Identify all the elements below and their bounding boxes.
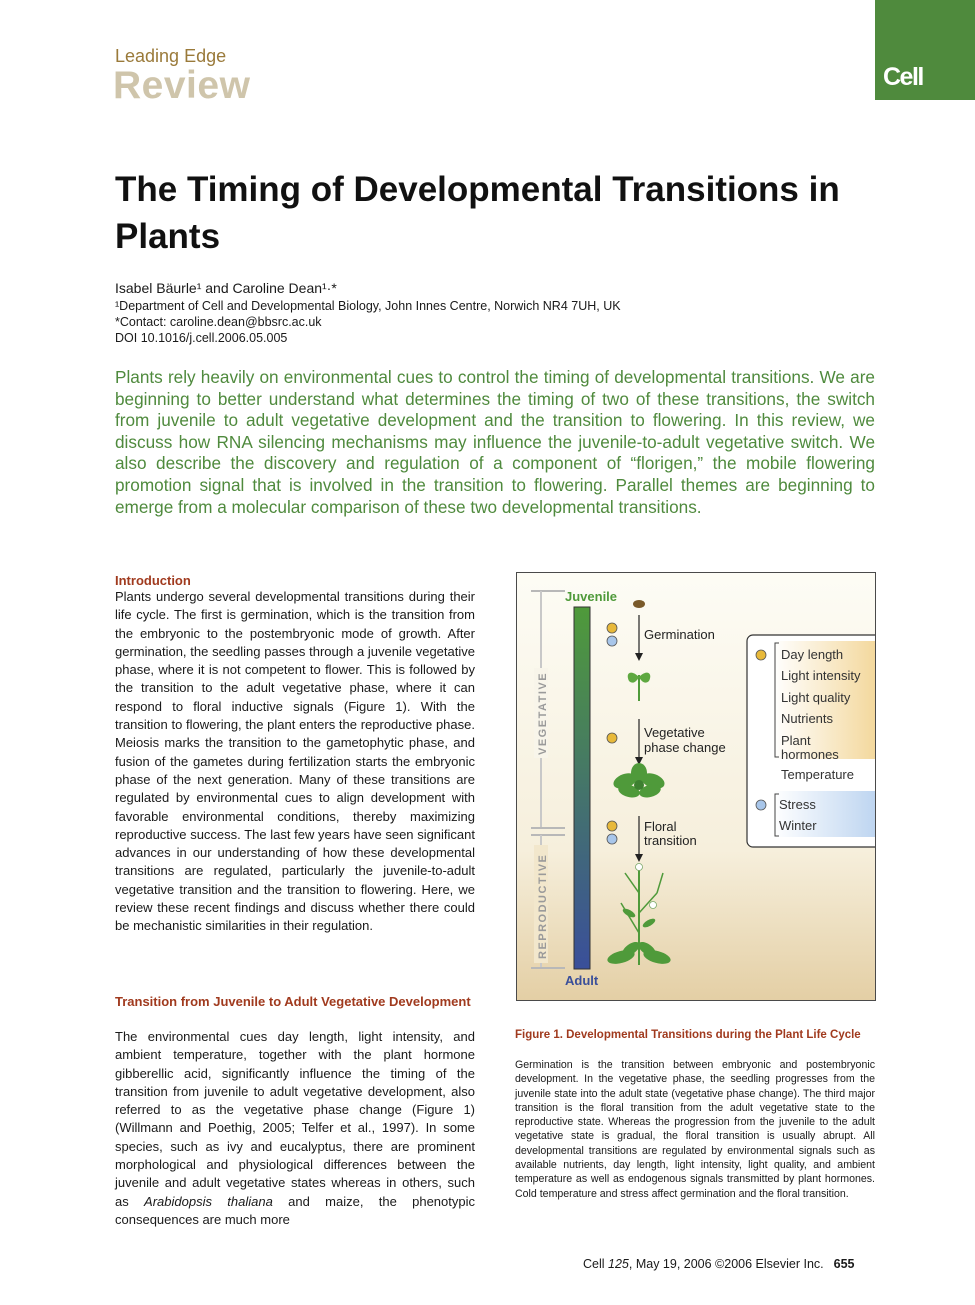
germination-label: Germination xyxy=(644,627,715,642)
seed-icon xyxy=(633,600,645,608)
positive-cue-dot xyxy=(606,820,618,832)
cue-winter: Winter xyxy=(779,818,817,833)
species-name: Arabidopsis thaliana xyxy=(144,1193,273,1209)
floral-transition-label-1: Floral xyxy=(644,819,677,834)
cue-light-quality: Light quality xyxy=(781,690,851,705)
journal-logo-text: Cell xyxy=(883,63,924,91)
vegetative-arrow-head xyxy=(635,757,643,765)
figure-caption-text: Germination is the transition between em… xyxy=(515,1059,875,1200)
volume: 125 xyxy=(608,1257,629,1271)
affiliation: ¹Department of Cell and Developmental Bi… xyxy=(115,299,621,313)
figure-1-diagram: VEGETATIVE REPRODUCTIVE Juvenile Adult G… xyxy=(531,589,875,988)
positive-cue-dot xyxy=(606,622,618,634)
germination-arrow-head xyxy=(635,653,643,661)
abstract: Plants rely heavily on environmental cue… xyxy=(115,367,875,517)
cue-stress: Stress xyxy=(779,797,816,812)
negative-cues-bracket xyxy=(774,793,779,837)
flowering-plant-icon xyxy=(607,863,671,965)
figure-caption-title: Figure 1. Developmental Transitions duri… xyxy=(515,1029,861,1041)
intro-text: Plants undergo several developmental tra… xyxy=(115,589,475,934)
cue-hormones: hormones xyxy=(781,747,839,762)
vegetative-change-label-1: Vegetative xyxy=(644,725,705,740)
section2-heading: Transition from Juvenile to Adult Vegeta… xyxy=(115,994,471,1009)
header-kicker: Leading Edge xyxy=(115,46,227,66)
reproductive-label: REPRODUCTIVE xyxy=(537,854,549,959)
juvenile-label: Juvenile xyxy=(565,589,617,604)
date-publisher: , May 19, 2006 ©2006 Elsevier Inc. xyxy=(628,1257,824,1271)
doi[interactable]: DOI 10.1016/j.cell.2006.05.005 xyxy=(115,331,288,345)
negative-cue-dot xyxy=(606,833,618,845)
vegetative-label-bg xyxy=(534,668,548,758)
positive-cues-panel xyxy=(773,641,875,759)
section2-text-b: and maize, the phenotypic consequences a… xyxy=(115,1193,475,1227)
vegetative-change-label-2: phase change xyxy=(644,740,726,755)
floral-transition-label-2: transition xyxy=(644,833,697,848)
article-title: The Timing of Developmental Transitions … xyxy=(115,170,840,256)
contact-email[interactable]: *Contact: caroline.dean@bbsrc.ac.uk xyxy=(115,315,322,329)
cue-day-length: Day length xyxy=(781,647,843,662)
figure-1: VEGETATIVE REPRODUCTIVE Juvenile Adult G… xyxy=(516,572,876,1001)
page-footer: Cell 125, May 19, 2006 ©2006 Elsevier In… xyxy=(583,1257,854,1271)
seedling-icon xyxy=(627,672,651,701)
cue-plant: Plant xyxy=(781,733,811,748)
author-list: Isabel Bäurle¹ and Caroline Dean¹·* xyxy=(115,280,337,296)
section2-text-a: The environmental cues day length, light… xyxy=(115,1029,475,1209)
reproductive-label-bg xyxy=(534,845,548,963)
rosette-icon xyxy=(613,763,665,798)
vegetative-label: VEGETATIVE xyxy=(537,672,549,755)
section-label: Review xyxy=(113,64,251,107)
journal-name: Cell xyxy=(583,1257,605,1271)
section2-text: The environmental cues day length, light… xyxy=(115,1028,475,1229)
cue-temperature: Temperature xyxy=(781,767,854,782)
negative-cues-panel xyxy=(773,791,875,837)
cue-light-intensity: Light intensity xyxy=(781,668,861,683)
development-gradient-bar xyxy=(573,606,591,970)
positive-cue-legend-dot xyxy=(755,649,767,661)
cue-nutrients: Nutrients xyxy=(781,711,834,726)
page-number: 655 xyxy=(833,1257,855,1271)
journal-logo: Cell xyxy=(875,0,975,100)
positive-cue-dot xyxy=(606,732,618,744)
negative-cue-dot xyxy=(606,635,618,647)
adult-label: Adult xyxy=(565,973,599,988)
negative-cue-legend-dot xyxy=(755,799,767,811)
floral-arrow-head xyxy=(635,854,643,862)
positive-cues-bracket xyxy=(774,642,779,758)
intro-heading: Introduction xyxy=(115,573,191,588)
